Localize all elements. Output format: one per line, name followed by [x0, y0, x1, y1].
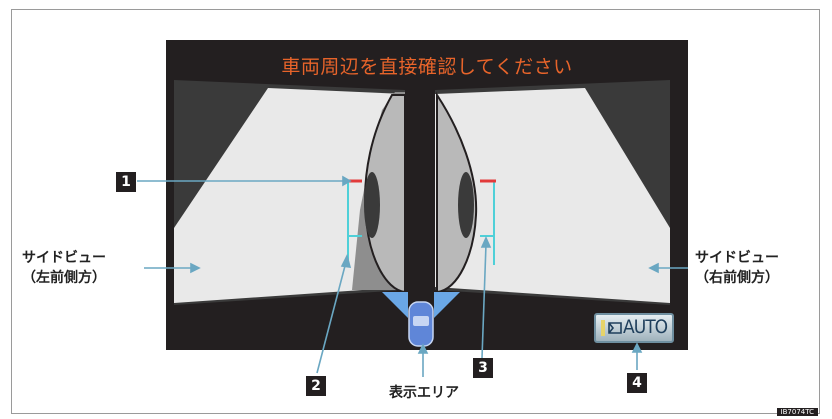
left-view-label-line2: （左前側方）: [22, 270, 106, 286]
right-mirror-housing: [436, 91, 478, 294]
auto-button-label: AUTO: [623, 316, 668, 338]
callout-marker-3: 3: [473, 358, 493, 378]
left-view-label-line1: サイドビュー: [22, 250, 106, 266]
warning-message: 車両周辺を直接確認してください: [281, 56, 573, 78]
right-view-callout: サイドビュー （右前側方）: [695, 248, 779, 288]
figure-code: IB7074TC: [776, 408, 818, 416]
indicator-bar: [601, 320, 605, 336]
right-area-triangle: [434, 292, 460, 318]
right-guide-lines: [480, 181, 495, 265]
display-area-label: 表示エリア: [389, 385, 459, 401]
callout-marker-4: 4: [627, 373, 647, 393]
right-view-label-line1: サイドビュー: [695, 250, 779, 266]
callout-marker-1: 1: [116, 172, 136, 192]
left-view-callout: サイドビュー （左前側方）: [22, 248, 106, 288]
right-front-wheel: [458, 172, 474, 238]
callout-lines: [137, 175, 688, 377]
left-front-wheel: [364, 172, 380, 238]
left-area-triangle: [382, 292, 408, 318]
camera-view-icon: [608, 322, 622, 334]
callout-marker-2: 2: [306, 376, 326, 396]
auto-view-button[interactable]: AUTO: [594, 313, 674, 343]
right-view-label-line2: （右前側方）: [695, 270, 779, 286]
center-divider: [412, 80, 430, 310]
